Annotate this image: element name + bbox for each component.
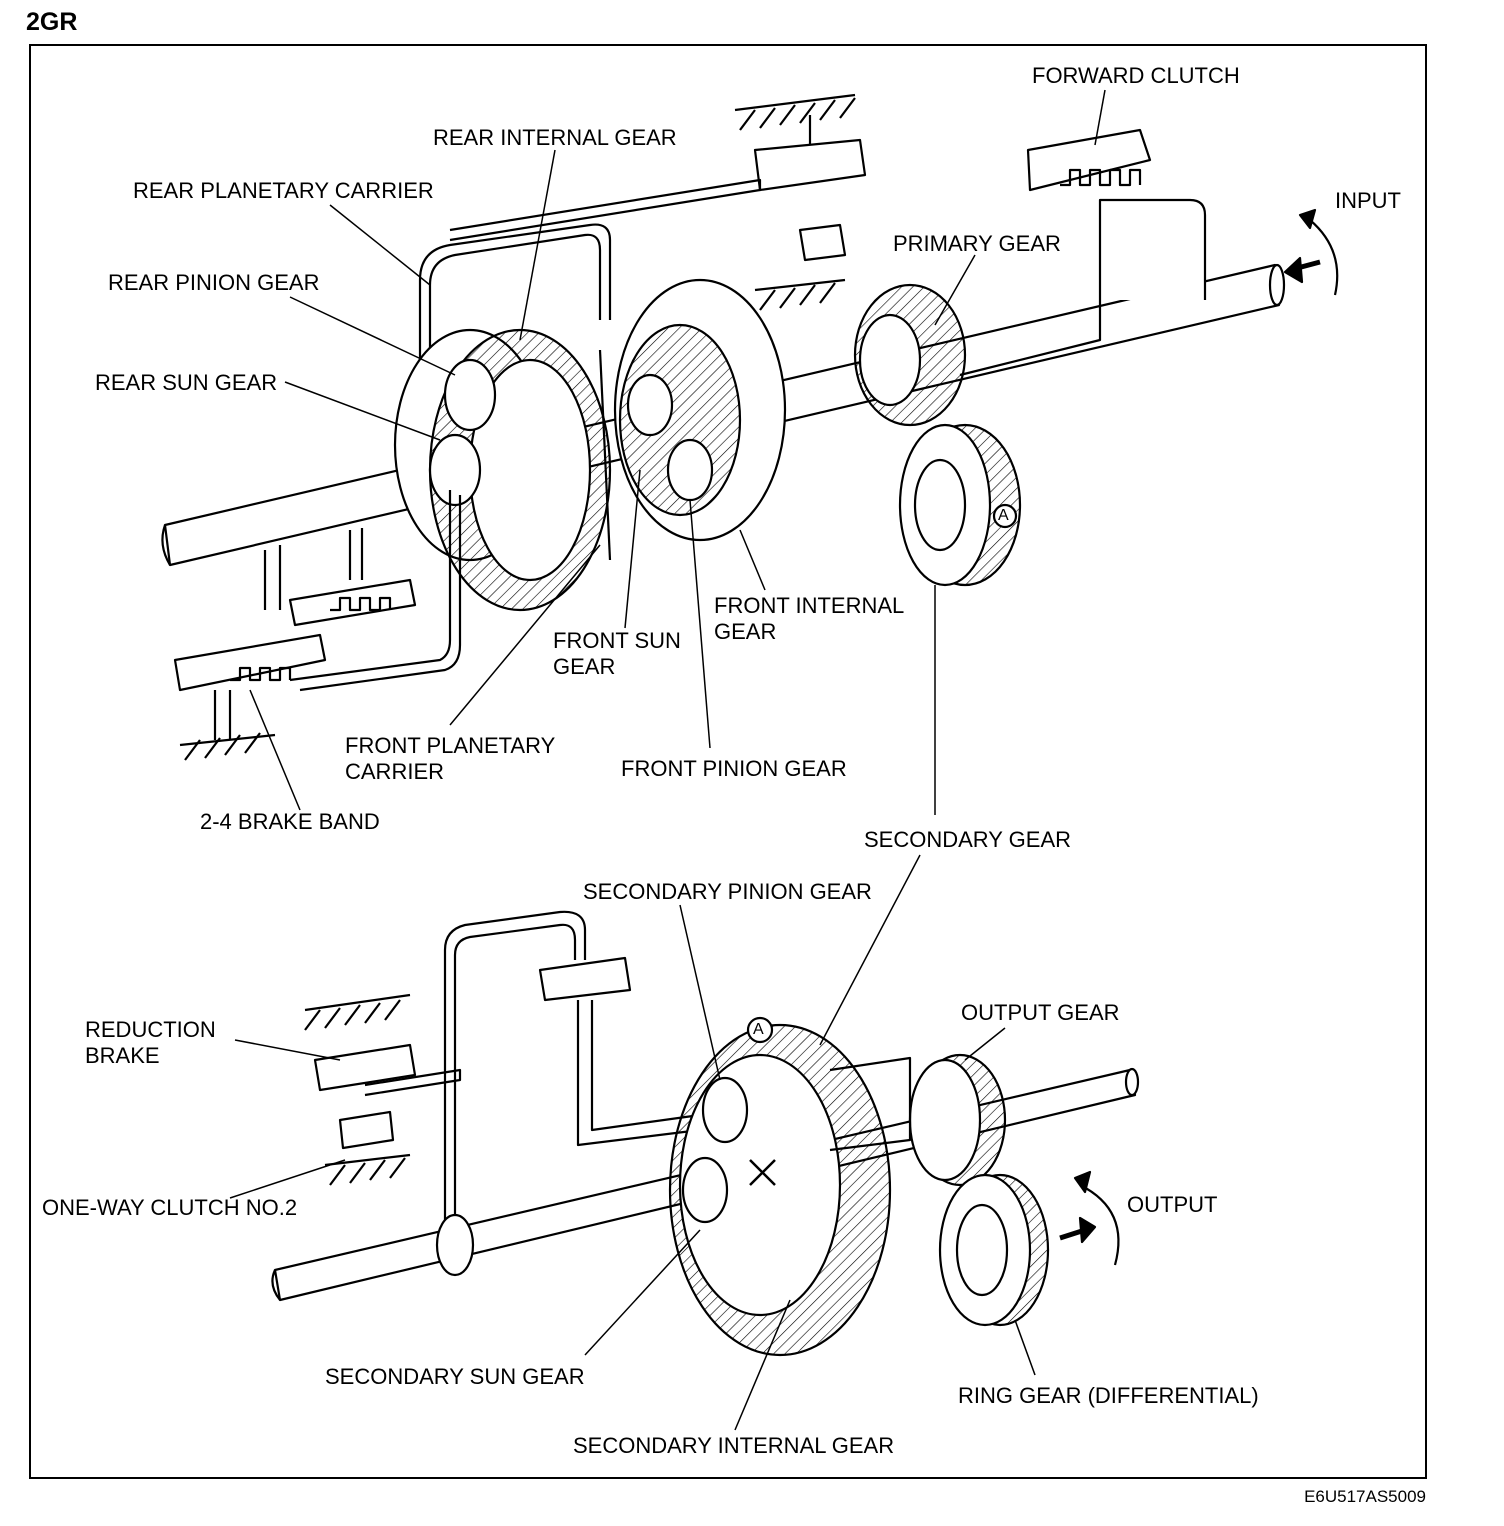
primary-gear [853,283,967,427]
label-secondary-gear: SECONDARY GEAR [864,827,1072,852]
output-arrow [1059,1170,1120,1266]
label-2-4-brake-band: 2-4 BRAKE BAND [200,809,380,834]
figure-code: E6U517AS5009 [1304,1487,1426,1506]
output-gear [829,1053,1007,1187]
label-front-planetary-carrier-line1: FRONT PLANETARY [345,733,556,758]
label-rear-sun-gear: REAR SUN GEAR [95,370,278,395]
diagram-title: 2GR [26,8,78,36]
brake-band [173,490,462,761]
label-input: INPUT [1335,188,1401,213]
rear-carrier-frame [418,178,762,410]
label-secondary-internal-gear: SECONDARY INTERNAL GEAR [573,1433,895,1458]
diagram-frame [29,44,1427,1479]
label-rear-planetary-carrier: REAR PLANETARY CARRIER [133,178,434,203]
label-one-way-clutch-no2: ONE-WAY CLUTCH NO.2 [42,1195,298,1220]
secondary-frame [435,910,701,1277]
label-output: OUTPUT [1127,1192,1218,1217]
label-reduction-brake-line2: BRAKE [85,1043,160,1068]
label-output-gear: OUTPUT GEAR [961,1000,1120,1025]
label-secondary-pinion-gear: SECONDARY PINION GEAR [583,879,872,904]
label-front-internal-gear-line1: FRONT INTERNAL [714,593,905,618]
ring-gear [938,1173,1050,1327]
label-front-pinion-gear: FRONT PINION GEAR [621,756,847,781]
rear-planetary-set [393,328,612,612]
marker-a-bottom: A [753,1021,764,1038]
label-primary-gear: PRIMARY GEAR [893,231,1061,256]
label-ring-gear-differential: RING GEAR (DIFFERENTIAL) [958,1383,1259,1408]
secondary-planetary-set [668,1016,892,1357]
label-rear-internal-gear: REAR INTERNAL GEAR [433,125,677,150]
secondary-gear-top [898,423,1022,587]
front-planetary-set [598,278,787,561]
reduction-brake [304,993,462,1186]
label-front-sun-gear-line2: GEAR [553,654,616,679]
label-reduction-brake-line1: REDUCTION [85,1017,216,1042]
leader-lines [229,89,1106,1431]
top-assembly [161,93,1339,761]
input-arrow [1283,208,1339,296]
ground-top [734,93,867,311]
label-front-planetary-carrier-line2: CARRIER [345,759,445,784]
label-secondary-sun-gear: SECONDARY SUN GEAR [325,1364,585,1389]
forward-clutch-drum [959,128,1207,377]
label-rear-pinion-gear: REAR PINION GEAR [108,270,320,295]
label-front-internal-gear-line2: GEAR [714,619,777,644]
marker-a-top: A [998,507,1009,524]
label-front-sun-gear-line1: FRONT SUN [553,628,681,653]
bottom-assembly [271,910,1140,1357]
label-forward-clutch: FORWARD CLUTCH [1032,63,1240,88]
